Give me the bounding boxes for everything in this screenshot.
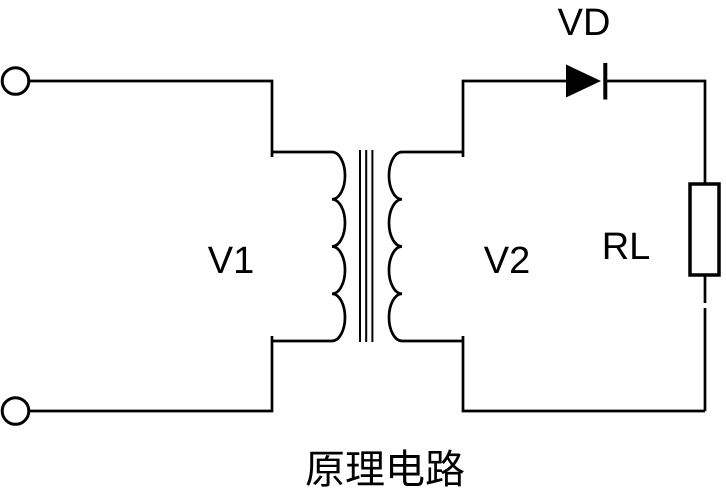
label-diode: VD (558, 2, 611, 44)
wire-diode-to-resistor (604, 79, 707, 184)
wire-bottom-right (461, 336, 705, 413)
label-load-resistor: RL (602, 226, 651, 268)
transformer-primary-winding-icon (272, 150, 347, 343)
wire-bottom-left (29, 336, 274, 413)
transformer-secondary-winding-icon (387, 150, 463, 343)
resistor-icon (688, 182, 721, 277)
transformer-core-icon (359, 150, 374, 342)
label-primary-voltage: V1 (208, 240, 254, 282)
diode-icon (566, 63, 608, 100)
input-terminal-bottom-icon (0, 396, 31, 426)
label-secondary-voltage: V2 (484, 240, 530, 282)
diagram-caption: 原理电路 (305, 448, 465, 492)
wire-top-left (29, 79, 274, 157)
wire-top-right (461, 79, 566, 157)
input-terminal-top-icon (0, 66, 31, 96)
